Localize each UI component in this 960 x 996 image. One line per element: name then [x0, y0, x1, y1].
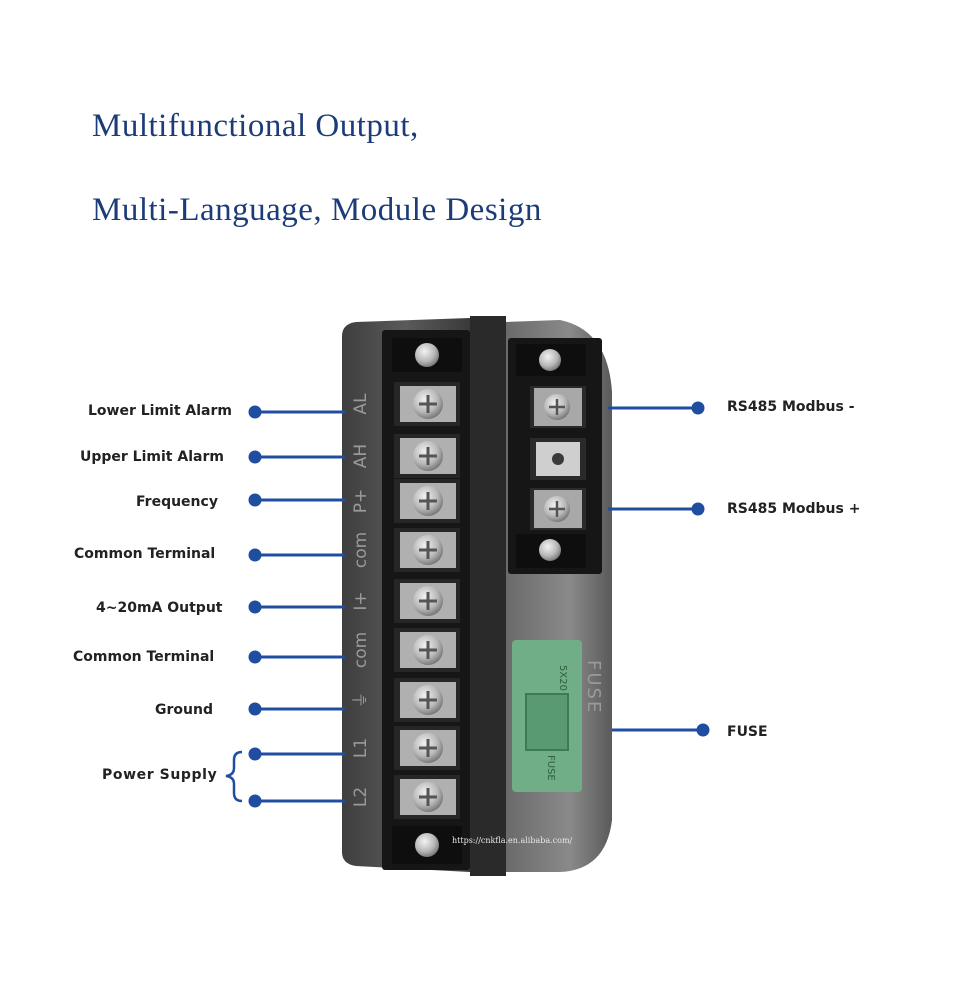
heading-line-1: Multifunctional Output, — [92, 108, 419, 144]
terminal-screw-6 — [394, 628, 460, 672]
housing-divider — [470, 316, 506, 876]
terminal-marking-2: AH — [351, 444, 371, 468]
callout-dot-right-2 — [691, 502, 705, 516]
terminal-marking-8: L1 — [351, 738, 371, 758]
label-rs485-plus: RS485 Modbus + — [727, 501, 861, 517]
callout-dot-left-9 — [248, 794, 262, 808]
label-common-terminal-1: Common Terminal — [74, 546, 216, 562]
heading-line-2: Multi-Language, Module Design — [92, 192, 542, 228]
terminal-marking-6: com — [351, 632, 371, 668]
terminal-marking-3: P+ — [351, 489, 371, 514]
right-top-mount-screw-icon — [539, 349, 561, 371]
callout-dot-left-6 — [248, 650, 262, 664]
terminal-screw-9 — [394, 775, 460, 819]
label-4-20ma-output: 4~20mA Output — [96, 600, 223, 616]
callout-dot-right-3 — [696, 723, 710, 737]
terminal-marking-7: ⏚ — [351, 692, 371, 709]
fuse-holder: 5X20 FUSE — [512, 640, 582, 792]
watermark: https://cnkfla.en.alibaba.com/ — [452, 836, 573, 845]
label-frequency: Frequency — [136, 494, 218, 510]
label-power-supply: Power Supply — [102, 767, 218, 783]
callout-dot-left-8 — [248, 747, 262, 761]
label-ground: Ground — [155, 702, 213, 718]
callout-dot-left-3 — [248, 493, 262, 507]
terminal-screw-1 — [394, 382, 460, 426]
left-bottom-mount-screw-icon — [415, 833, 439, 857]
terminal-screw-5 — [394, 579, 460, 623]
terminal-screw-3 — [394, 479, 460, 523]
terminal-marking-4: com — [351, 532, 371, 568]
label-common-terminal-2: Common Terminal — [73, 649, 215, 665]
terminal-marking-5: I+ — [351, 591, 371, 610]
callout-dot-left-5 — [248, 600, 262, 614]
label-lower-limit-alarm: Lower Limit Alarm — [88, 403, 232, 419]
terminal-marking-9: L2 — [351, 787, 371, 807]
callout-dot-left-7 — [248, 702, 262, 716]
terminal-screw-4 — [394, 528, 460, 572]
left-top-mount-screw-icon — [415, 343, 439, 367]
rs485-minus-terminal — [530, 386, 586, 428]
label-rs485-minus: RS485 Modbus - — [727, 399, 855, 415]
fuse-side-marking: FUSE — [583, 660, 604, 714]
terminal-screw-7 — [394, 678, 460, 722]
terminal-screw-8 — [394, 726, 460, 770]
fuse-block-label: FUSE — [545, 755, 556, 781]
label-upper-limit-alarm: Upper Limit Alarm — [80, 449, 224, 465]
callout-dot-left-2 — [248, 450, 262, 464]
empty-terminal-slot — [530, 438, 586, 480]
rs485-plus-terminal — [530, 488, 586, 530]
power-supply-brace — [225, 750, 243, 803]
right-bottom-mount-screw-icon — [539, 539, 561, 561]
fuse-rating-text: 5X20 — [557, 665, 568, 691]
label-fuse: FUSE — [727, 724, 768, 740]
callout-lines — [248, 401, 710, 808]
callout-dot-right-1 — [691, 401, 705, 415]
callout-dot-left-1 — [248, 405, 262, 419]
terminal-screw-2 — [394, 434, 460, 478]
terminal-marking-1: AL — [351, 393, 371, 415]
left-terminal-screws — [394, 382, 460, 819]
callout-dot-left-4 — [248, 548, 262, 562]
